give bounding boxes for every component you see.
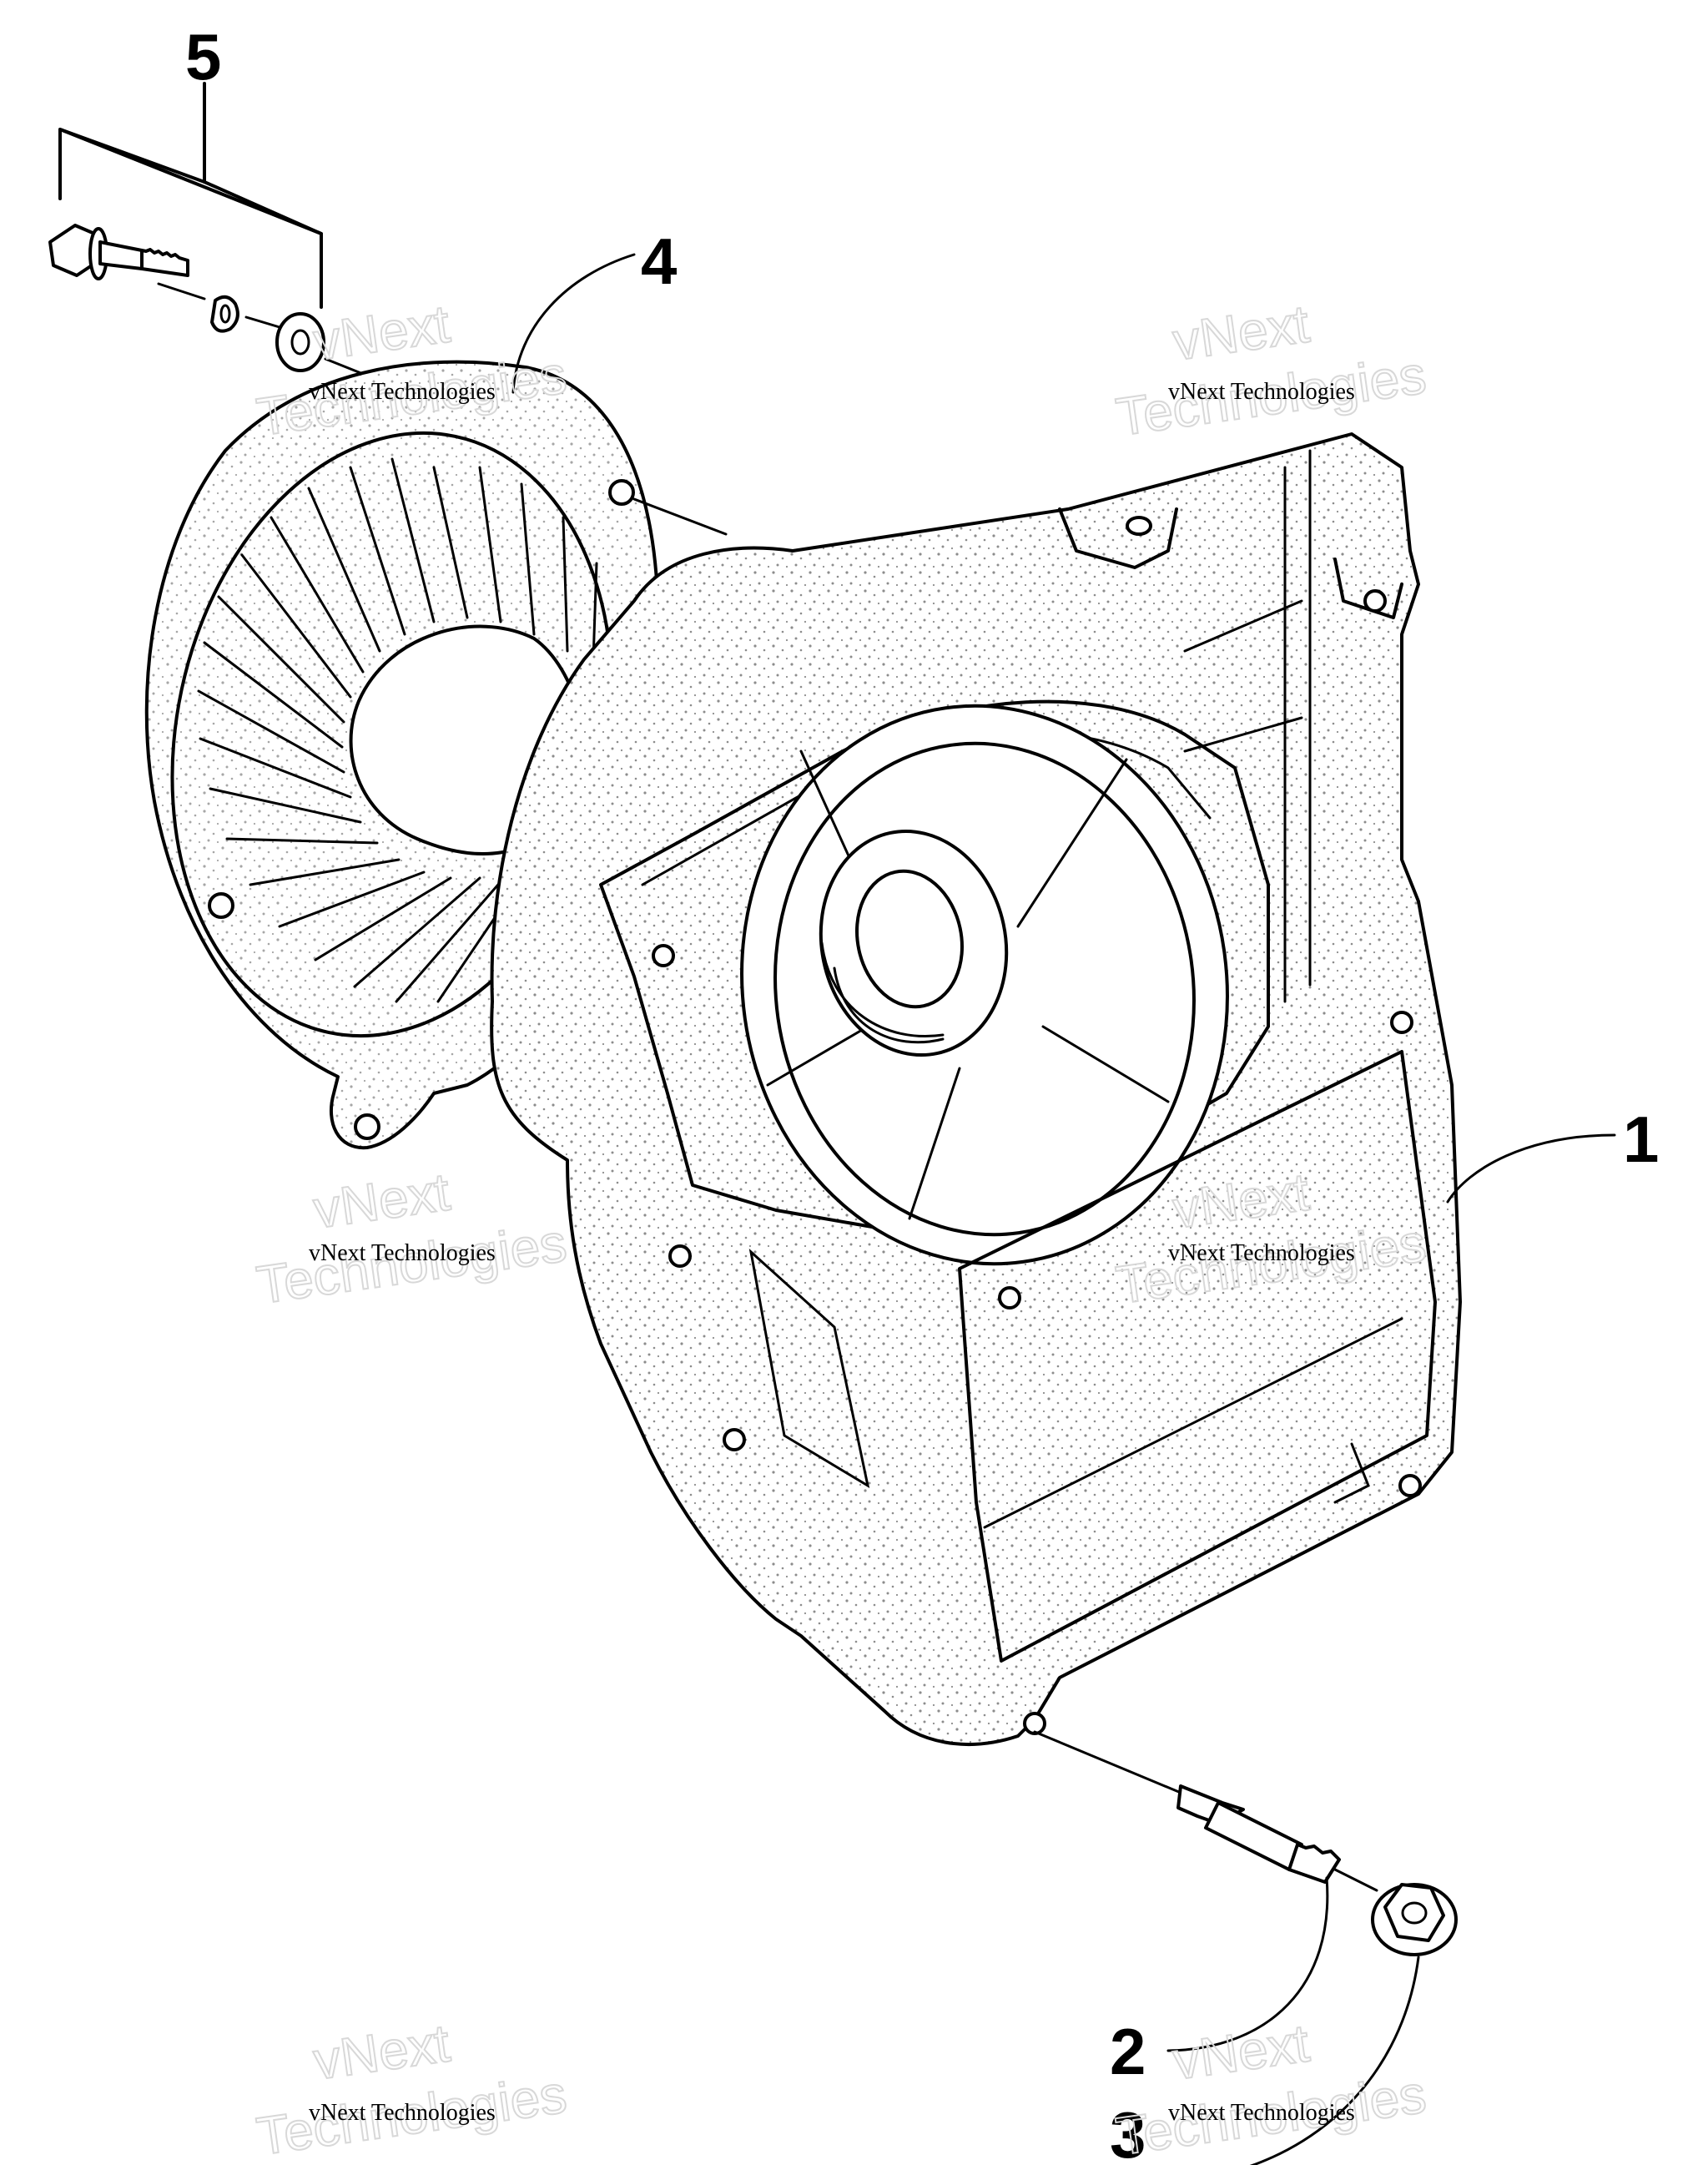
svg-text:vNext: vNext: [310, 1161, 453, 1239]
callout-2: 2: [1110, 2015, 1146, 2088]
flat-washer-icon: [275, 312, 325, 372]
svg-text:vNext: vNext: [310, 2012, 453, 2091]
svg-text:vNext: vNext: [1169, 293, 1312, 371]
svg-text:vNext: vNext: [310, 293, 453, 371]
callout-5: 5: [185, 20, 221, 93]
watermark-text: vNext Technologies: [309, 2100, 496, 2126]
callout-4: 4: [641, 225, 677, 298]
callout-leader-lines: [511, 253, 1616, 2165]
watermark-text: vNext Technologies: [1168, 379, 1355, 405]
watermark-text: vNext Technologies: [1168, 2100, 1355, 2126]
watermark-text: vNext Technologies: [1168, 1240, 1355, 1266]
part-2-stud[interactable]: [1033, 1730, 1341, 1884]
svg-text:vNext: vNext: [1169, 2012, 1312, 2091]
callout-1: 1: [1623, 1103, 1659, 1176]
callout-3: 3: [1110, 2098, 1146, 2165]
part-5-fastener-set[interactable]: [48, 82, 369, 377]
fan-cover-fins: [197, 457, 598, 1003]
flange-bolt-icon: [48, 224, 189, 280]
watermark-text: vNext Technologies: [309, 379, 496, 405]
watermark-text: vNext Technologies: [309, 1240, 496, 1266]
part-3-flange-nut[interactable]: [1333, 1868, 1458, 1956]
flange-nut-icon: [1371, 1883, 1458, 1956]
part-1-blower-housing[interactable]: [490, 432, 1462, 1746]
lock-washer-icon: [210, 295, 239, 333]
part-5-bracket: [58, 128, 323, 309]
